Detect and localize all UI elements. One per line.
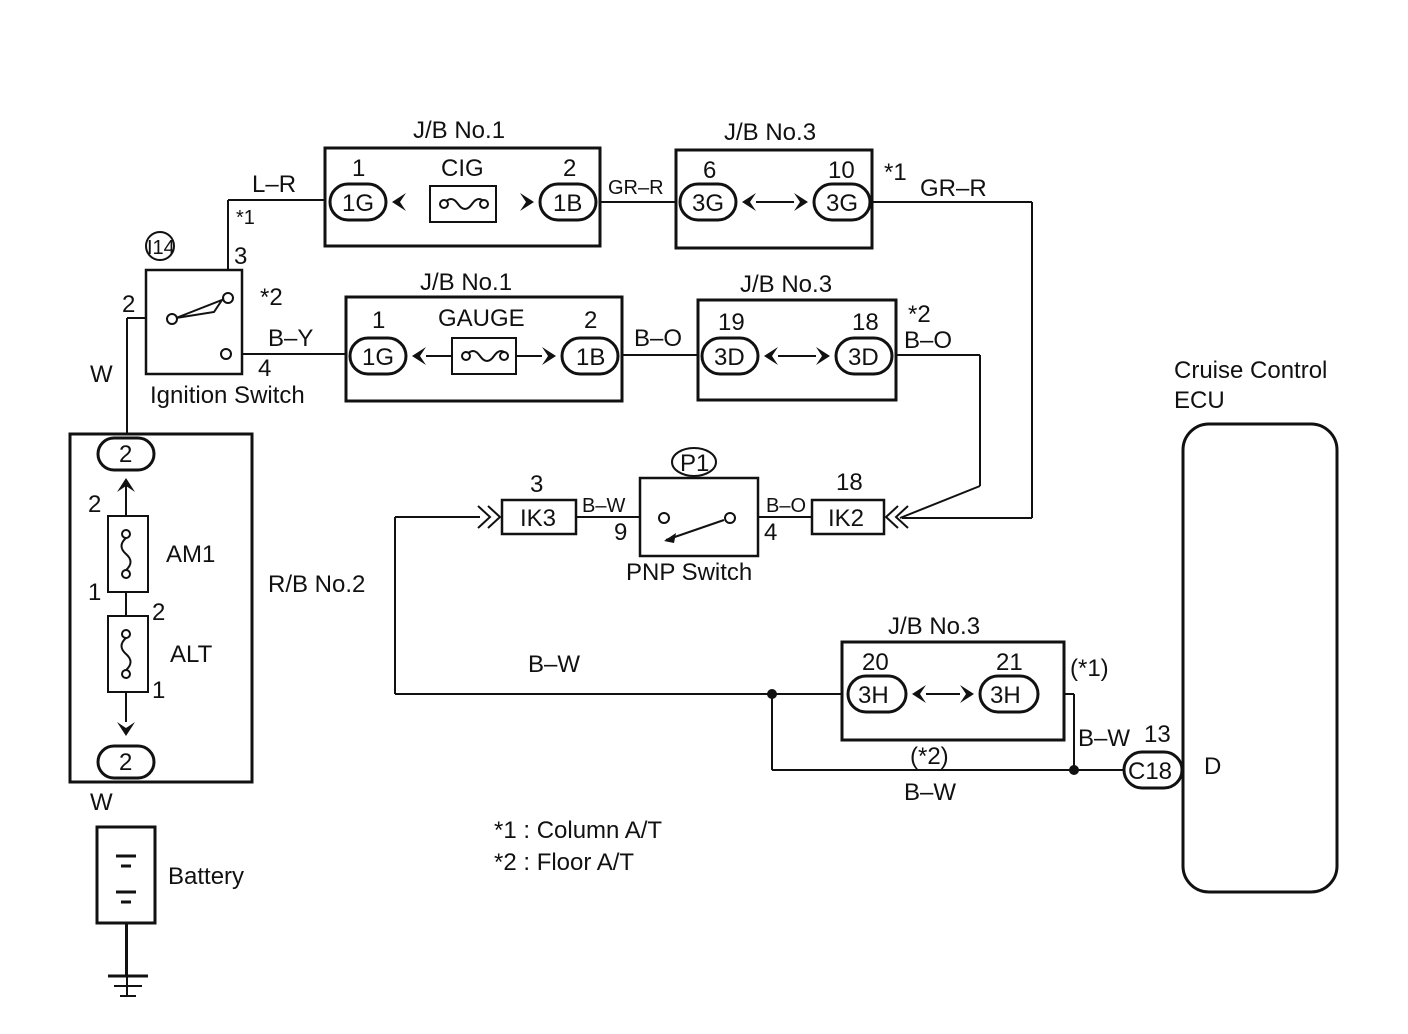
branch-marker-1: (*1)	[1070, 655, 1109, 682]
ignition-switch: I14 Ignition Switch 2 3 4 *1 *2	[122, 207, 305, 409]
ecu-label-line2: ECU	[1174, 387, 1225, 414]
ignition-switch-label: Ignition Switch	[150, 382, 305, 409]
jb3-top-title: J/B No.3	[724, 119, 816, 146]
ignition-switch-pin-ig2: 4	[258, 355, 271, 382]
jb3-mid-block: J/B No.3 19 18 3D 3D	[696, 271, 898, 402]
jb1-cig-pin-left: 1	[352, 155, 365, 182]
jb1-gauge-conn-right: 1B	[576, 344, 605, 371]
connector-ik3-pin: 3	[530, 471, 543, 498]
wire-labels: L–R B–Y W W GR–R GR–R B–O B–O B–O B–W B–…	[90, 171, 1130, 816]
wire-label-b-y: B–Y	[268, 325, 313, 352]
connector-ik3-label: IK3	[520, 505, 556, 532]
relay-block-alt-bottom-pin: 1	[152, 677, 165, 704]
ignition-switch-pin-in: 2	[122, 291, 135, 318]
relay-block-am1-top-pin: 2	[88, 491, 101, 518]
connector-ik3: IK3 3	[477, 471, 578, 536]
jb1-gauge-pin-left: 1	[372, 307, 385, 334]
wire-label-b-w-1: B–W	[582, 495, 625, 517]
jb1-cig-conn-right: 1B	[553, 190, 582, 217]
jb1-cig-title: J/B No.1	[413, 117, 505, 144]
jb1-gauge-title: J/B No.1	[420, 269, 512, 296]
jb3-top-block: J/B No.3 6 10 3G 3G	[674, 119, 874, 250]
wire-label-b-w-4: B–W	[904, 779, 956, 806]
pnp-switch-label: PNP Switch	[626, 559, 752, 586]
jb3-mid-note: *2	[908, 301, 931, 328]
jb3-top-note: *1	[884, 159, 907, 186]
relay-block-fuse-alt: ALT	[170, 641, 213, 668]
jb3-top-pin-right: 10	[828, 157, 855, 184]
jb3-low-pin-left: 20	[862, 649, 889, 676]
legend: *1 : Column A/T *2 : Floor A/T	[494, 817, 662, 876]
relay-block-am1-bottom-pin: 1	[88, 579, 101, 606]
relay-block-bottom-conn: 2	[119, 749, 132, 776]
jb3-low-conn-right: 3H	[990, 682, 1021, 709]
jb1-cig-block: J/B No.1 CIG 1 2 1G 1B	[323, 117, 602, 248]
wires	[108, 199, 1128, 997]
jb3-mid-conn-right: 3D	[848, 344, 879, 371]
battery-label: Battery	[168, 863, 244, 890]
wire-label-b-w-3: B–W	[1078, 725, 1130, 752]
legend-line-2: *2 : Floor A/T	[494, 849, 634, 876]
relay-block-2: 2 2 AM1 ALT 2 1 2 1	[68, 432, 254, 784]
wire-label-b-w-2: B–W	[528, 651, 580, 678]
connector-ik2-label: IK2	[828, 505, 864, 532]
ecu-pin: 13	[1144, 721, 1171, 748]
jb1-gauge-block: J/B No.1 GAUGE 1 2 1G 1B	[344, 269, 624, 403]
pnp-switch: P1 PNP Switch 9 4	[614, 447, 777, 586]
wire-label-gr-r-1: GR–R	[608, 177, 664, 199]
connector-ik2: IK2 18	[810, 469, 909, 536]
jb3-mid-conn-left: 3D	[714, 344, 745, 371]
relay-block-fuse-am1: AM1	[166, 541, 215, 568]
jb3-low-block: J/B No.3 20 21 3H 3H	[840, 613, 1066, 742]
ignition-switch-note-1: *1	[236, 207, 255, 229]
ecu-label-line1: Cruise Control	[1174, 357, 1327, 384]
ignition-switch-note-2: *2	[260, 284, 283, 311]
battery: Battery	[95, 825, 244, 976]
jb1-gauge-fuse-label: GAUGE	[438, 305, 525, 332]
wire-label-b-o-2: B–O	[904, 327, 952, 354]
jb3-low-pin-right: 21	[996, 649, 1023, 676]
jb3-low-conn-left: 3H	[858, 682, 889, 709]
wire-label-gr-r-2: GR–R	[920, 175, 987, 202]
relay-block-top-conn: 2	[119, 441, 132, 468]
jb3-mid-pin-right: 18	[852, 309, 879, 336]
jb1-cig-conn-left: 1G	[342, 190, 374, 217]
pnp-switch-id: P1	[680, 450, 709, 477]
connector-ik2-pin: 18	[836, 469, 863, 496]
jb3-top-conn-left: 3G	[692, 190, 724, 217]
relay-block-label: R/B No.2	[268, 571, 365, 598]
jb1-cig-fuse-label: CIG	[441, 155, 484, 182]
wire-label-w-bottom: W	[90, 789, 113, 816]
jb1-gauge-pin-right: 2	[584, 307, 597, 334]
jb3-top-conn-right: 3G	[826, 190, 858, 217]
pnp-switch-pin-left: 9	[614, 519, 627, 546]
jb3-top-pin-left: 6	[703, 157, 716, 184]
jb1-gauge-conn-left: 1G	[362, 344, 394, 371]
wire-label-b-o-3: B–O	[766, 495, 806, 517]
relay-block-alt-top-pin: 2	[152, 599, 165, 626]
wire-label-w-top: W	[90, 361, 113, 388]
ignition-switch-pin-ig1: 3	[234, 243, 247, 270]
ecu-terminal: D	[1204, 753, 1221, 780]
pnp-switch-pin-right: 4	[764, 519, 777, 546]
jb3-mid-title: J/B No.3	[740, 271, 832, 298]
wire-label-b-o-1: B–O	[634, 325, 682, 352]
splice-point	[1069, 765, 1079, 775]
jb1-cig-pin-right: 2	[563, 155, 576, 182]
ignition-switch-id: I14	[147, 237, 175, 259]
legend-line-1: *1 : Column A/T	[494, 817, 662, 844]
splice-point	[767, 689, 777, 699]
branch-marker-2: (*2)	[910, 743, 949, 770]
ecu-connector: C18	[1128, 758, 1172, 785]
jb3-low-title: J/B No.3	[888, 613, 980, 640]
wire-label-l-r: L–R	[252, 171, 296, 198]
jb3-mid-pin-left: 19	[718, 309, 745, 336]
cruise-control-ecu: Cruise Control ECU D C18 13	[1122, 357, 1339, 894]
